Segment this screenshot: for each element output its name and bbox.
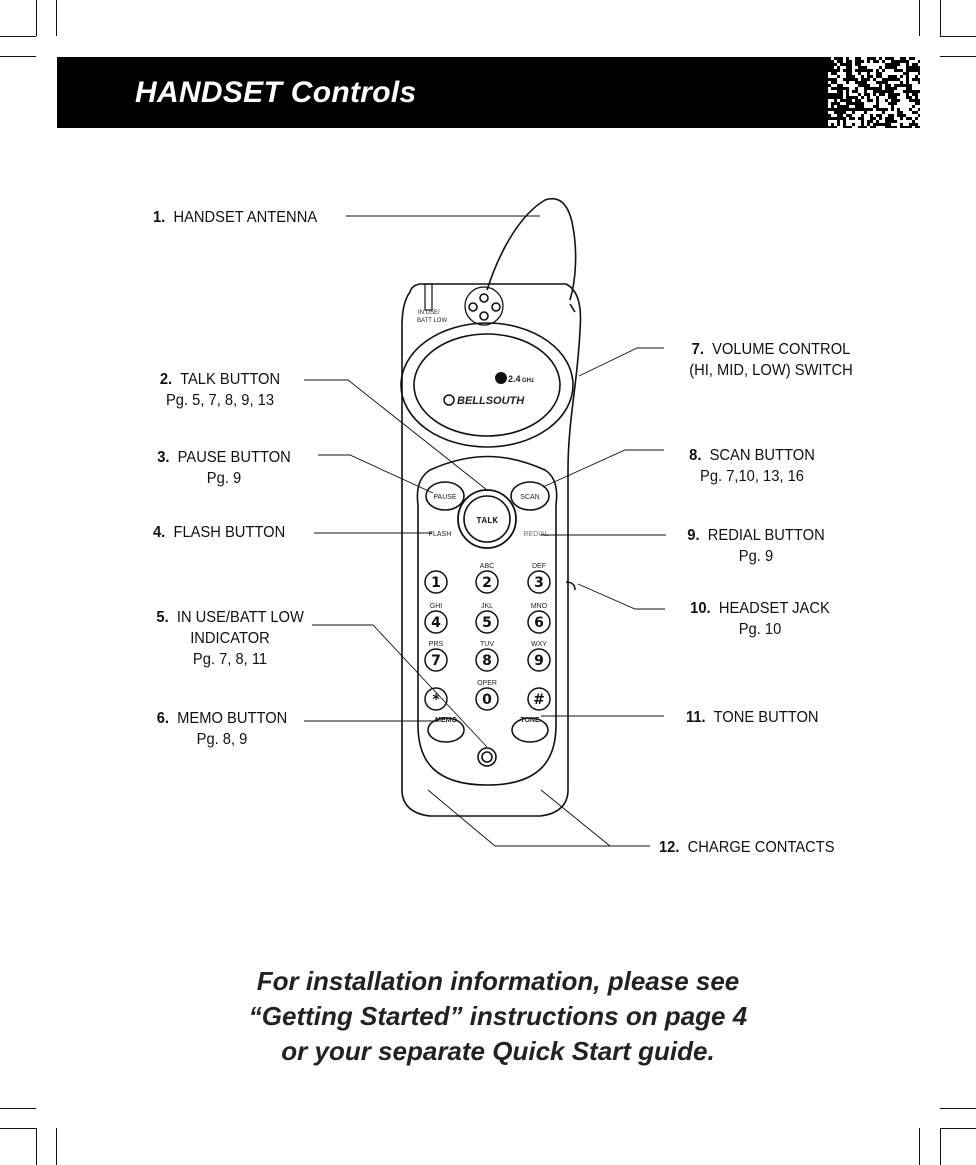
callout-charge-contacts: 12. CHARGE CONTACTS — [659, 839, 835, 856]
crop-mark — [36, 1128, 37, 1165]
callout-talk-button: 2. TALK BUTTON Pg. 5, 7, 8, 9, 13 — [159, 371, 281, 409]
crop-mark — [0, 1128, 36, 1129]
keypad-key-9 — [527, 648, 551, 672]
keypad-key-3 — [527, 570, 551, 594]
memo-button — [427, 717, 465, 743]
callout-flash-button: 4. FLASH BUTTON — [153, 524, 286, 541]
installation-note: For installation information, please see… — [248, 966, 748, 1066]
keypad-key-2 — [475, 570, 499, 594]
keypad-letters: WXY — [531, 641, 547, 648]
leader-line — [312, 624, 488, 748]
keypad-letters: PRS — [429, 641, 444, 648]
page-title: HANDSET Controls — [135, 76, 417, 109]
callout-scan-button: 8. SCAN BUTTON Pg. 7,10, 13, 16 — [689, 447, 815, 485]
callout-volume-control: 7. VOLUME CONTROL (HI, MID, LOW) SWITCH — [689, 341, 853, 379]
brand-label: BELLSOUTH — [457, 395, 525, 407]
flash-label: FLASH — [429, 531, 452, 538]
scan-button — [510, 481, 550, 511]
keypad-digit: 7 — [431, 653, 441, 669]
keypad-digit: 5 — [482, 615, 492, 631]
keypad-digit: # — [533, 692, 545, 708]
keypad-key-1 — [424, 570, 448, 594]
memo-label: MEMO — [435, 717, 457, 724]
crop-mark — [940, 1108, 976, 1109]
leader-line — [577, 583, 665, 610]
leader-line — [542, 449, 664, 488]
leader-line — [540, 789, 650, 847]
charge-contact — [477, 747, 497, 767]
indicator-label: IN USE/ — [418, 310, 440, 316]
keypad-key-0 — [475, 687, 499, 711]
band-logo-dot — [495, 372, 507, 384]
keypad-digit: 2 — [482, 575, 492, 591]
keypad-key-5 — [475, 610, 499, 634]
handset-body — [401, 283, 582, 817]
keypad-letters: GHI — [430, 603, 443, 610]
callout-tone-button: 11. TONE BUTTON — [686, 709, 819, 726]
crop-mark — [36, 0, 37, 36]
keypad-digit: * — [432, 692, 440, 708]
crop-mark — [919, 0, 920, 36]
keypad-letters: OPER — [477, 680, 497, 687]
keypad-letters: JKL — [481, 603, 493, 610]
keypad-key-6 — [527, 610, 551, 634]
tone-label: TONE — [520, 717, 540, 724]
keypad-key-star — [424, 687, 448, 711]
keypad-letters: DEF — [532, 563, 546, 570]
crop-mark — [0, 56, 36, 57]
tone-button — [511, 717, 549, 743]
callout-pause-button: 3. PAUSE BUTTON Pg. 9 — [157, 449, 291, 487]
keypad-key-pound — [527, 687, 551, 711]
keypad-letters: TUV — [480, 641, 494, 648]
indicator-label: BATT LOW — [417, 318, 447, 324]
in-use-indicator — [424, 283, 433, 311]
keypad-digit: 1 — [431, 575, 441, 591]
leader-line — [427, 789, 610, 847]
keypad-digit: 8 — [482, 653, 492, 669]
talk-label: TALK — [476, 516, 498, 526]
callout-redial-button: 9. REDIAL BUTTON Pg. 9 — [687, 527, 825, 565]
keypad-key-4 — [424, 610, 448, 634]
keypad-key-7 — [424, 648, 448, 672]
leader-line — [318, 454, 434, 494]
crop-mark — [919, 1128, 920, 1165]
redial-label: REDIAL — [523, 531, 548, 538]
callout-memo-button: 6. MEMO BUTTON Pg. 8, 9 — [156, 710, 288, 748]
crop-mark — [56, 0, 57, 36]
header-bar: HANDSET Controls — [57, 57, 920, 128]
pause-button — [425, 481, 465, 511]
registration-pattern — [828, 57, 920, 128]
band-label: 2.4 — [508, 374, 521, 384]
crop-mark — [0, 36, 36, 37]
callout-handset-antenna: 1. HANDSET ANTENNA — [153, 209, 318, 226]
crop-mark — [940, 0, 941, 36]
keypad-digit: 9 — [534, 653, 544, 669]
leader-line — [578, 347, 664, 377]
keypad-digit: 3 — [534, 575, 544, 591]
leader-line — [304, 379, 488, 491]
handset-antenna — [486, 198, 577, 301]
keypad-key-8 — [475, 648, 499, 672]
keypad-digit: 6 — [534, 615, 544, 631]
crop-mark — [940, 36, 976, 37]
keypad-letters: MNO — [531, 603, 548, 610]
crop-mark — [0, 1108, 36, 1109]
crop-mark — [940, 56, 976, 57]
bellsouth-logo-icon — [443, 394, 455, 406]
crop-mark — [940, 1128, 941, 1165]
keypad-letters: ABC — [480, 563, 494, 570]
keypad-digit: 0 — [482, 692, 492, 708]
pause-label: PAUSE — [433, 494, 457, 501]
crop-mark — [56, 1128, 57, 1165]
callout-headset-jack: 10. HEADSET JACK Pg. 10 — [690, 600, 830, 638]
callout-indicator: 5. IN USE/BATT LOW INDICATOR Pg. 7, 8, 1… — [156, 609, 304, 668]
keypad-digit: 4 — [431, 615, 441, 631]
crop-mark — [940, 1128, 976, 1129]
scan-label: SCAN — [520, 494, 539, 501]
band-unit: GHz — [522, 378, 534, 384]
